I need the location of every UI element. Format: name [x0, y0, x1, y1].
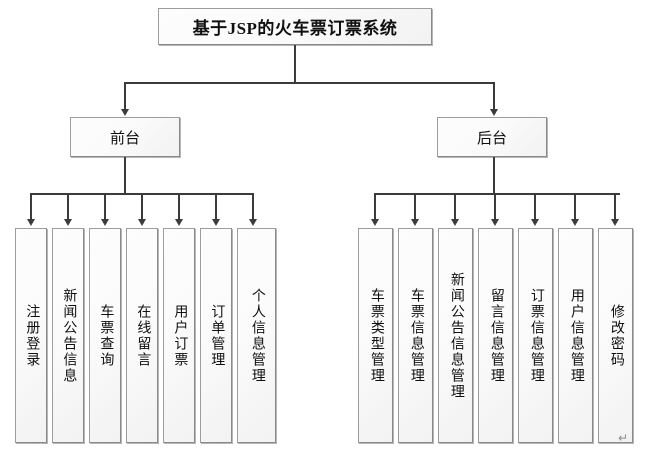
- arrow-head-back-6: [571, 219, 579, 226]
- paragraph-mark-icon: ↵: [618, 431, 629, 445]
- leaf-node-back-5[interactable]: 订票信息管理: [518, 228, 553, 443]
- connector-back-drop-4: [494, 193, 496, 220]
- leaf-node-back-1[interactable]: 车票类型管理: [358, 228, 393, 443]
- leaf-node-back-1-label: 车票类型管理: [368, 287, 384, 384]
- leaf-node-front-3[interactable]: 车票查询: [89, 228, 121, 443]
- leaf-node-back-2-label: 车票信息管理: [408, 287, 424, 384]
- arrow-head-back-1: [371, 219, 379, 226]
- leaf-node-front-6-label: 订单管理: [209, 303, 225, 368]
- connector-front-drop-4: [141, 193, 143, 220]
- branch-node-front-label: 前台: [109, 130, 140, 147]
- root-node-label: 基于JSP的火车票订票系统: [192, 19, 398, 38]
- connector-drop-back: [493, 82, 495, 110]
- connector-back-drop-2: [414, 193, 416, 220]
- arrow-head-front-4: [138, 219, 146, 226]
- leaf-node-back-4[interactable]: 留言信息管理: [478, 228, 513, 443]
- connector-top-bus: [125, 82, 495, 84]
- connector-front-drop-2: [67, 193, 69, 220]
- connector-back-drop-7: [614, 193, 616, 220]
- connector-front-stem: [124, 157, 126, 195]
- leaf-node-front-6[interactable]: 订单管理: [200, 228, 232, 443]
- connector-front-drop-7: [252, 193, 254, 220]
- leaf-node-front-1-label: 注册登录: [24, 303, 40, 368]
- leaf-node-front-2-label: 新闻公告信息: [61, 287, 77, 384]
- connector-back-drop-3: [454, 193, 456, 220]
- arrow-head-front-7: [249, 219, 257, 226]
- arrow-head-back-7: [611, 219, 619, 226]
- arrow-head-front-3: [101, 219, 109, 226]
- leaf-node-back-2[interactable]: 车票信息管理: [398, 228, 433, 443]
- leaf-node-back-4-label: 留言信息管理: [488, 287, 504, 384]
- connector-back-stem: [493, 157, 495, 195]
- arrow-head-back-3: [451, 219, 459, 226]
- branch-node-front[interactable]: 前台: [70, 117, 180, 157]
- connector-back-drop-1: [374, 193, 376, 220]
- connector-front-drop-3: [104, 193, 106, 220]
- connector-back-drop-6: [574, 193, 576, 220]
- leaf-node-back-3[interactable]: 新闻公告信息管理: [438, 228, 473, 443]
- connector-root-stem: [294, 45, 296, 83]
- arrow-head-back-5: [531, 219, 539, 226]
- connector-front-drop-1: [30, 193, 32, 220]
- leaf-node-back-7-label: 修改密码: [608, 303, 624, 368]
- connector-front-drop-6: [215, 193, 217, 220]
- leaf-node-front-5[interactable]: 用户订票: [163, 228, 195, 443]
- leaf-node-back-5-label: 订票信息管理: [528, 287, 544, 384]
- leaf-node-front-7-label: 个人信息管理: [249, 287, 265, 384]
- leaf-node-front-4-label: 在线留言: [135, 303, 151, 368]
- arrow-head-front-5: [175, 219, 183, 226]
- arrow-head-front-1: [27, 219, 35, 226]
- arrow-head-front: [121, 109, 129, 116]
- leaf-node-back-6-label: 用户信息管理: [568, 287, 584, 384]
- arrow-head-back-4: [491, 219, 499, 226]
- leaf-node-front-2[interactable]: 新闻公告信息: [52, 228, 84, 443]
- branch-node-back[interactable]: 后台: [437, 117, 547, 157]
- leaf-node-front-7[interactable]: 个人信息管理: [237, 228, 276, 443]
- leaf-node-front-3-label: 车票查询: [98, 303, 114, 368]
- branch-node-back-label: 后台: [476, 130, 507, 147]
- leaf-node-back-6[interactable]: 用户信息管理: [558, 228, 593, 443]
- leaf-node-front-1[interactable]: 注册登录: [15, 228, 47, 443]
- leaf-node-front-5-label: 用户订票: [172, 303, 188, 368]
- leaf-node-back-3-label: 新闻公告信息管理: [448, 271, 464, 400]
- leaf-node-front-4[interactable]: 在线留言: [126, 228, 158, 443]
- connector-front-drop-5: [178, 193, 180, 220]
- connector-back-bus: [375, 193, 620, 195]
- root-node-system-title[interactable]: 基于JSP的火车票订票系统: [158, 8, 432, 45]
- arrow-head-front-6: [212, 219, 220, 226]
- connector-drop-front: [124, 82, 126, 110]
- arrow-head-back: [490, 109, 498, 116]
- arrow-head-front-2: [64, 219, 72, 226]
- connector-back-drop-5: [534, 193, 536, 220]
- leaf-node-back-7[interactable]: 修改密码: [598, 228, 633, 443]
- arrow-head-back-2: [411, 219, 419, 226]
